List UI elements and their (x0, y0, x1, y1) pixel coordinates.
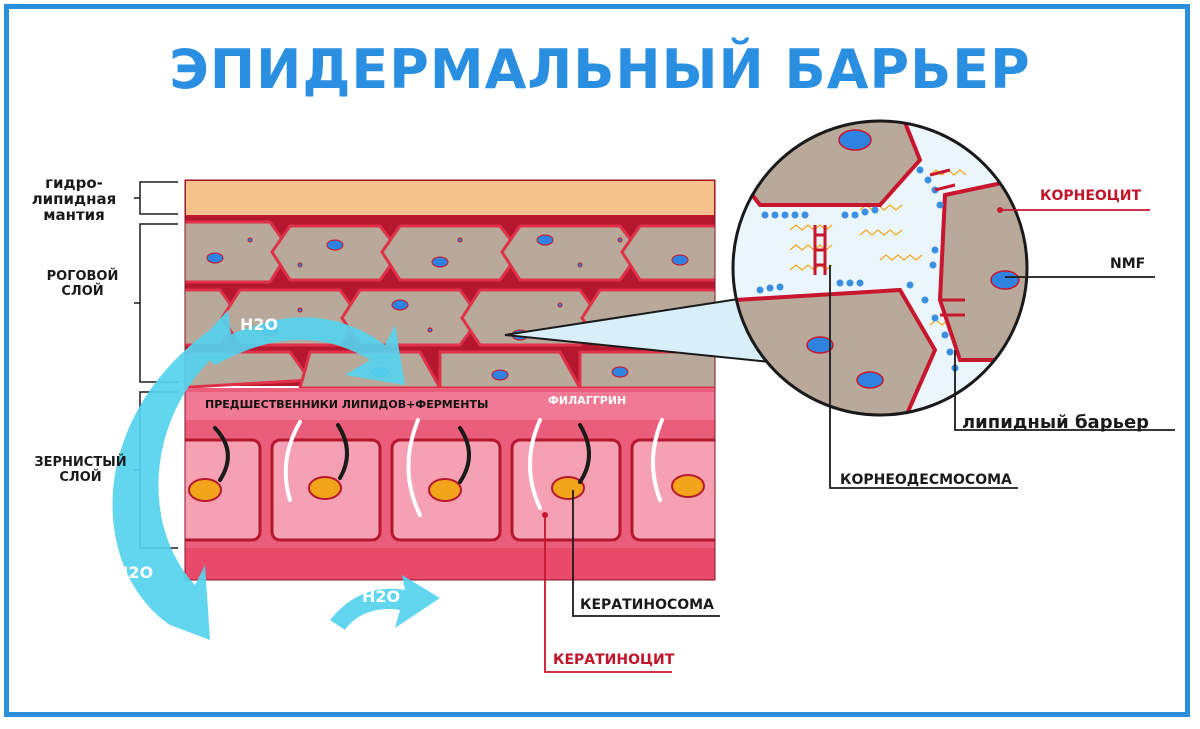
diagram-title: ЭПИДЕРМАЛЬНЫЙ БАРЬЕР (169, 38, 1031, 101)
zoom-nmf (806, 129, 1020, 389)
label-line-2: СЛОЙ (59, 470, 102, 485)
corneocyte-cells (185, 220, 715, 390)
label-line-3: мантия (43, 206, 105, 224)
zoom-circle (733, 121, 1027, 415)
lipid-heads (756, 166, 959, 372)
water-label-top: H2O (240, 315, 279, 334)
water-arrows (112, 310, 440, 640)
keratinosome-label: КЕРАТИНОСОМА (580, 597, 714, 613)
label-line-2: СЛОЙ (61, 284, 104, 299)
granular-layer-label: ЗЕРНИСТЫЙ СЛОЙ (28, 455, 133, 485)
corneodesmosome-label: КОРНЕОДЕСМОСОМА (840, 472, 1012, 488)
label-line-2: липидная (31, 190, 117, 208)
keratinocyte-label: КЕРАТИНОЦИТ (553, 652, 675, 668)
label-line-1: ЗЕРНИСТЫЙ (34, 455, 127, 470)
nmf-label: NMF (1110, 256, 1146, 272)
callout-lines (544, 209, 1175, 673)
filaggrin-label: ФИЛАГГРИН (548, 394, 627, 407)
zoom-corneodesmosomes (813, 168, 965, 317)
corneocyte-label: КОРНЕОЦИТ (1040, 188, 1142, 204)
callout-dots (542, 207, 1003, 518)
water-label-left: H2O (115, 563, 154, 582)
stratum-corneum-label: РОГОВОЙ СЛОЙ (40, 269, 125, 299)
hydrolipid-mantle-label: гидро- липидная мантия (20, 175, 128, 223)
secretion-arrows (213, 418, 664, 517)
skin-section (185, 180, 715, 580)
keratinocyte-nuclei (188, 474, 705, 502)
label-line-1: РОГОВОЙ (46, 269, 119, 284)
label-line-1: гидро- (45, 174, 103, 192)
outer-frame (4, 4, 1190, 717)
water-label-bottom: H2O (362, 587, 401, 606)
lipid-barrier-label: липидный барьер (962, 412, 1150, 433)
precursors-label: ПРЕДШЕСТВЕННИКИ ЛИПИДОВ+ФЕРМЕНТЫ (205, 398, 489, 411)
hydrolipid-mantle-band (185, 180, 715, 217)
